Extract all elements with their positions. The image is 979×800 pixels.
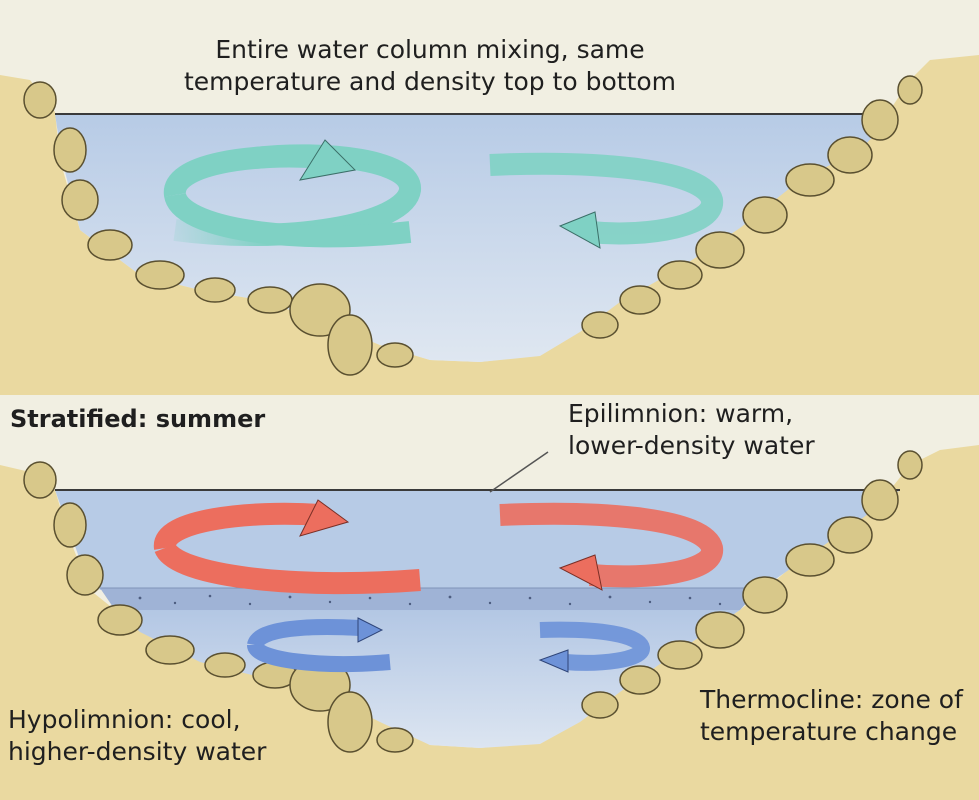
top-sand-bank	[0, 55, 979, 395]
section-heading: Stratified: summer	[10, 405, 266, 433]
mixing-panel	[0, 55, 979, 395]
bottom-right-rocks	[581, 450, 923, 719]
thermocline-label-line1: Thermocline: zone of	[700, 685, 963, 714]
warm-current-left	[154, 499, 421, 595]
mixing-caption: Entire water column mixing, same tempera…	[0, 34, 860, 98]
cool-current-right	[538, 621, 650, 673]
hypolimnion-water	[115, 610, 740, 748]
thermocline-label-line2: temperature change	[700, 717, 958, 746]
mixing-current-right	[489, 152, 723, 249]
hypolimnion-label: Hypolimnion: cool, higher-density water	[8, 704, 266, 768]
bottom-sand-bank	[0, 445, 979, 800]
epilimnion-label-line1: Epilimnion: warm,	[568, 399, 794, 428]
epilimnion-label-line2: lower-density water	[568, 431, 815, 460]
bottom-left-rocks	[23, 461, 414, 753]
thermocline-band	[100, 588, 760, 610]
cool-current-left	[247, 617, 391, 673]
stratified-panel	[0, 445, 979, 800]
hypolimnion-label-line1: Hypolimnion: cool,	[8, 705, 241, 734]
hypolimnion-label-line2: higher-density water	[8, 737, 267, 766]
epilimnion-label: Epilimnion: warm, lower-density water	[568, 398, 815, 462]
epilimnion-leader-line	[489, 451, 549, 493]
thermocline-label: Thermocline: zone of temperature change	[700, 684, 963, 748]
thermocline-particles	[138, 594, 722, 606]
mixing-current-left	[163, 139, 421, 248]
top-right-rocks	[581, 75, 923, 339]
mixing-caption-line2: temperature and density top to bottom	[183, 67, 677, 96]
warm-current-right	[499, 502, 723, 591]
top-left-rocks	[23, 81, 414, 376]
mixing-caption-line1: Entire water column mixing, same	[215, 35, 645, 64]
